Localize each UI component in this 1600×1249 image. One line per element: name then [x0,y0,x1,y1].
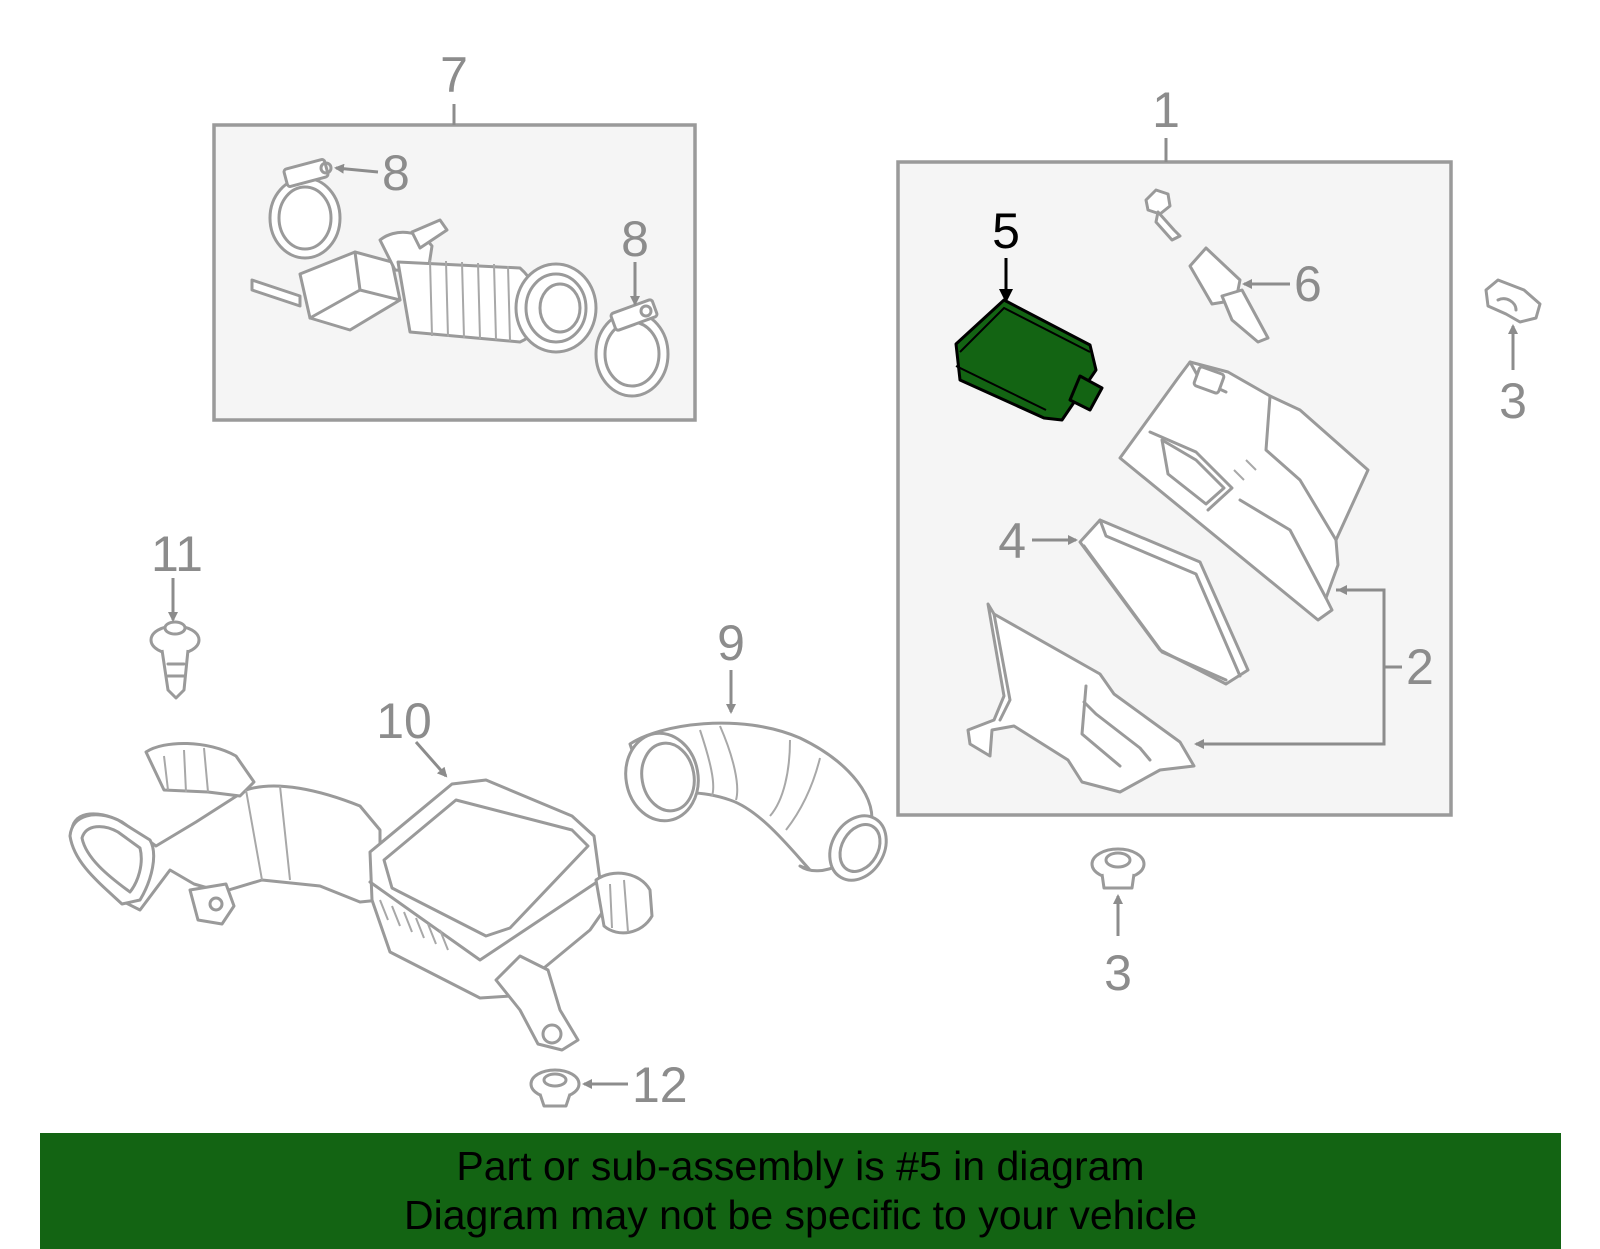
callout-4: 4 [998,513,1026,569]
callout-6: 6 [1294,256,1322,312]
highlighted-part-5[interactable] [954,298,1104,422]
assembly-1-group[interactable]: 1 6 5 [896,82,1453,817]
clamp-8-left[interactable] [268,158,342,260]
grommet-12[interactable] [529,1068,581,1108]
grommet-3-bottom[interactable] [1090,847,1146,890]
callout-9: 9 [717,615,745,671]
callout-5: 5 [992,203,1020,259]
assembly-7-group[interactable]: 7 8 [212,47,697,422]
callout-12: 12 [632,1057,688,1113]
intake-duct[interactable] [250,218,598,354]
sensor-6[interactable] [1188,246,1270,344]
air-cleaner-lower-housing[interactable] [966,602,1196,794]
banner-line-2: Diagram may not be specific to your vehi… [403,1192,1197,1238]
air-filter-4[interactable] [1078,518,1250,686]
clamp-8-right[interactable] [594,298,670,398]
intake-hose-9[interactable] [619,721,898,890]
bolt[interactable] [1144,188,1182,242]
callout-11: 11 [151,526,203,582]
resonator-10[interactable] [68,742,654,1052]
callout-2: 2 [1406,639,1434,695]
banner-line-1: Part or sub-assembly is #5 in diagram [456,1143,1145,1189]
callout-1: 1 [1152,82,1180,138]
clip-11[interactable] [149,620,201,700]
info-banner: Part or sub-assembly is #5 in diagram Di… [40,1133,1561,1249]
callout-8-left: 8 [382,145,410,201]
bracket-3-top[interactable] [1484,278,1542,324]
air-cleaner-upper-housing[interactable] [1118,360,1370,622]
callout-8-right: 8 [621,211,649,267]
callout-3-bottom: 3 [1104,945,1132,1001]
callout-3-top: 3 [1499,373,1527,429]
callout-7: 7 [440,47,468,103]
callout-10: 10 [376,693,432,749]
